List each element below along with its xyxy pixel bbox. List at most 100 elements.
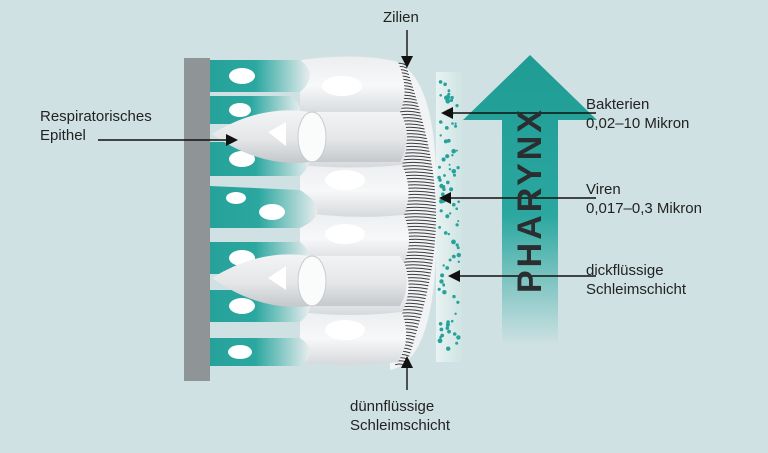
mucus-particle xyxy=(445,322,450,327)
mucus-particle xyxy=(446,180,450,185)
label-bacteria: Bakterien 0,02–10 Mikron xyxy=(586,96,690,132)
mucus-particle xyxy=(437,175,441,180)
label-viruses: Viren 0,017–0,3 Mikron xyxy=(586,181,702,217)
pointer-arrows xyxy=(98,30,596,390)
mucus-particle xyxy=(456,166,460,170)
mucus-particle xyxy=(441,192,445,196)
pharynx-label: PHARYNX xyxy=(511,107,549,293)
mucus-particle xyxy=(446,138,451,143)
mucus-particle xyxy=(439,327,444,332)
mucus-particle xyxy=(437,338,443,344)
mucus-particle xyxy=(455,207,459,210)
mucus-particle xyxy=(442,264,445,267)
mucus-particle xyxy=(457,220,460,223)
mucus-particle xyxy=(439,120,443,124)
mucus-particle xyxy=(457,200,461,203)
mucus-particle xyxy=(456,335,461,340)
mucus-particle xyxy=(443,231,448,235)
mucus-particle xyxy=(445,266,450,270)
mucus-particle xyxy=(437,287,441,291)
mucus-particle xyxy=(439,183,444,189)
cilium xyxy=(401,168,433,172)
mucus-particle xyxy=(444,126,449,130)
label-thick-mucus: dickflüssige Schleimschicht xyxy=(586,262,687,298)
mucus-particle xyxy=(451,122,454,125)
mucus-particle xyxy=(451,239,456,245)
mucus-particle xyxy=(450,95,454,100)
label-thin-mucus: dünnflüssige Schleimschicht xyxy=(350,398,451,434)
cilium xyxy=(402,216,437,220)
basal-cells xyxy=(210,60,318,366)
mucus-particle xyxy=(438,226,441,229)
cilium xyxy=(401,261,433,264)
mucus-particle xyxy=(455,341,459,345)
mucus-particle xyxy=(454,122,457,125)
mucus-particle xyxy=(445,214,450,219)
cilium xyxy=(401,165,433,168)
mucus-particle xyxy=(439,209,443,213)
mucus-particle xyxy=(442,283,446,287)
mucus-particle xyxy=(447,92,451,96)
mucus-particle xyxy=(443,139,448,144)
mucus-particle xyxy=(451,169,457,174)
mucus-particle xyxy=(452,332,457,336)
label-zilien: Zilien xyxy=(383,9,419,26)
mucus-particle xyxy=(438,165,441,169)
mucus-particle xyxy=(439,94,443,97)
mucus-particle xyxy=(456,252,461,258)
mucus-particle xyxy=(448,163,451,166)
pharynx-arrow xyxy=(463,55,597,345)
mucus-particle xyxy=(447,329,451,334)
mucus-particle xyxy=(443,174,446,177)
mucus-particle xyxy=(455,149,458,152)
mucus-particle xyxy=(451,154,454,157)
mucus-particle xyxy=(452,294,456,299)
mucus-particle xyxy=(438,178,442,182)
mucus-particle xyxy=(451,254,455,258)
mucus-particle xyxy=(455,104,459,108)
mucus-particle xyxy=(449,212,452,215)
mucus-particle xyxy=(447,232,450,236)
mucus-particle xyxy=(441,157,446,162)
mucus-particle xyxy=(457,260,460,263)
mucus-particle xyxy=(440,333,445,338)
mucus-particle xyxy=(447,89,451,93)
mucus-particle xyxy=(452,202,456,207)
mucus-particle xyxy=(444,82,447,85)
mucus-particle xyxy=(439,134,442,137)
mucus-particle xyxy=(446,320,450,324)
mucus-particle xyxy=(445,94,451,100)
mucus-particle xyxy=(451,148,457,154)
label-respiratory-epithelium: Respiratorisches Epithel xyxy=(40,108,152,144)
mucus-particle xyxy=(448,168,452,171)
mucus-particle xyxy=(453,173,456,177)
mucus-particle xyxy=(449,187,454,192)
mucus-particle xyxy=(438,80,443,84)
mucus-particle xyxy=(439,199,444,204)
mucus-particle xyxy=(438,322,443,326)
mucus-particle xyxy=(442,290,447,295)
mucus-particle xyxy=(445,326,450,330)
mucus-particle xyxy=(442,187,446,192)
mucus-particle xyxy=(456,300,460,304)
goblet-cells xyxy=(212,110,407,307)
mucus-particle xyxy=(446,346,451,351)
mucus-particle xyxy=(454,312,457,315)
mucus-particle xyxy=(440,273,445,278)
mucus-particle xyxy=(455,223,459,227)
mucus-particle xyxy=(439,279,444,284)
basement-membrane xyxy=(184,58,210,381)
thick-mucus-layer xyxy=(436,72,462,362)
mucus-particle xyxy=(445,98,451,104)
mucus-particle xyxy=(448,258,452,262)
mucus-particle xyxy=(456,246,460,250)
mucus-particle xyxy=(449,98,454,102)
mucus-particle xyxy=(445,154,450,159)
mucus-particle xyxy=(450,319,454,323)
mucus-particle xyxy=(455,243,459,247)
mucus-particle xyxy=(454,124,458,128)
cilium xyxy=(401,161,432,165)
cilium xyxy=(398,110,421,114)
